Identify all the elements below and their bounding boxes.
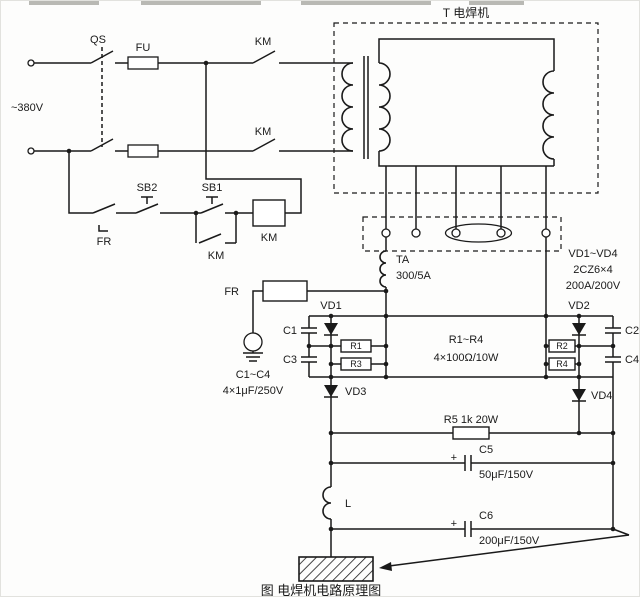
output-terminal xyxy=(411,228,421,238)
ta-current-transformer xyxy=(379,250,387,288)
power-lines xyxy=(34,50,353,152)
ground-electrode-symbol xyxy=(243,332,263,352)
resistor-r1 xyxy=(340,339,372,353)
control-wiring xyxy=(68,63,302,244)
qs-label: QS xyxy=(90,34,106,46)
diode-vd3 xyxy=(324,385,338,398)
cropped-text-fragments xyxy=(29,1,524,5)
diode-vd2 xyxy=(572,323,586,336)
diode-vd4 xyxy=(572,389,586,402)
r2-label: R2 xyxy=(556,341,568,351)
c1-label: C1 xyxy=(283,325,297,337)
resistor-r2 xyxy=(548,339,576,353)
km-bottom-label: KM xyxy=(255,126,272,138)
transformer-links xyxy=(363,38,555,316)
transformer-dashed-box xyxy=(333,22,599,194)
km-top-label: KM xyxy=(255,36,272,48)
resistor-r4 xyxy=(548,357,576,371)
c4-label: C4 xyxy=(625,354,639,366)
supply-terminal-top xyxy=(27,59,35,67)
supply-voltage-label: ~380V xyxy=(11,102,44,114)
fr-heater-wiring xyxy=(243,290,386,362)
sb1-label: SB1 xyxy=(202,182,223,194)
terminal-dashed-box xyxy=(362,216,562,252)
fuse-fu-bottom xyxy=(127,144,159,158)
c-group-note-2: 4×1μF/250V xyxy=(223,385,284,397)
ta-rating-label: 300/5A xyxy=(396,270,432,282)
vd-group-note-3: 200A/200V xyxy=(566,280,621,292)
diode-vd1 xyxy=(324,323,338,336)
welding-transformer xyxy=(333,22,599,316)
r-group-note-1: R1~R4 xyxy=(449,334,484,346)
resistor-r5 xyxy=(452,426,490,440)
right-winding xyxy=(542,70,555,160)
primary-winding xyxy=(341,62,354,152)
output-terminal xyxy=(381,228,391,238)
fuse-fu-top xyxy=(127,56,159,70)
vd-group-note-1: VD1~VD4 xyxy=(568,248,617,260)
vd-group-note-2: 2CZ6×4 xyxy=(573,264,612,276)
vd3-label: VD3 xyxy=(345,386,366,398)
km-coil xyxy=(252,199,286,227)
resistor-r3 xyxy=(340,357,372,371)
c5-label: C5 xyxy=(479,444,493,456)
r1-label: R1 xyxy=(350,341,362,351)
output-terminal xyxy=(496,228,506,238)
fr-heater-element xyxy=(262,280,308,302)
output-terminal xyxy=(541,228,551,238)
transformer-title: T 电焊机 xyxy=(443,5,489,20)
r4-label: R4 xyxy=(556,359,568,369)
fr-heater-label: FR xyxy=(224,286,239,298)
c6-plus-sign: + xyxy=(451,518,457,530)
c6-label: C6 xyxy=(479,510,493,522)
inductor-label: L xyxy=(345,498,351,510)
r-group-note-2: 4×100Ω/10W xyxy=(434,352,499,364)
secondary-winding xyxy=(378,62,391,152)
c5-plus-sign: + xyxy=(451,452,457,464)
vd1-label: VD1 xyxy=(320,300,341,312)
r5-label: R5 1k 20W xyxy=(444,414,499,426)
workpiece-symbol xyxy=(298,556,374,582)
ta-label: TA xyxy=(396,254,410,266)
sb2-label: SB2 xyxy=(137,182,158,194)
control-lines xyxy=(68,63,302,244)
km-coil-label: KM xyxy=(261,232,278,244)
c2-label: C2 xyxy=(625,325,639,337)
filter-section xyxy=(298,426,630,582)
r3-label: R3 xyxy=(350,359,362,369)
inductor-l xyxy=(322,486,332,520)
supply-terminal-bottom xyxy=(27,147,35,155)
vd2-label: VD2 xyxy=(568,300,589,312)
labels: ~380V QS FU KM KM FR SB2 SB1 KM KM T 电焊机… xyxy=(11,5,639,597)
c-group-note-1: C1~C4 xyxy=(236,369,271,381)
figure-caption: 图 电焊机电路原理图 xyxy=(261,583,382,597)
vd4-label: VD4 xyxy=(591,390,612,402)
fr-contact-label: FR xyxy=(97,236,112,248)
electrode-arrow-line xyxy=(388,534,630,567)
output-terminal xyxy=(451,228,461,238)
km-aux-label: KM xyxy=(208,250,225,262)
rectifier-network xyxy=(301,315,621,557)
sensing-section xyxy=(243,250,387,362)
terminal-link-oval xyxy=(444,223,513,243)
c3-label: C3 xyxy=(283,354,297,366)
electrode-arrow-head xyxy=(379,562,392,571)
c6-value-label: 200μF/150V xyxy=(479,535,540,547)
junction-dots xyxy=(66,60,616,532)
fu-label: FU xyxy=(136,42,151,54)
power-wiring xyxy=(27,47,353,158)
c5-value-label: 50μF/150V xyxy=(479,469,534,481)
